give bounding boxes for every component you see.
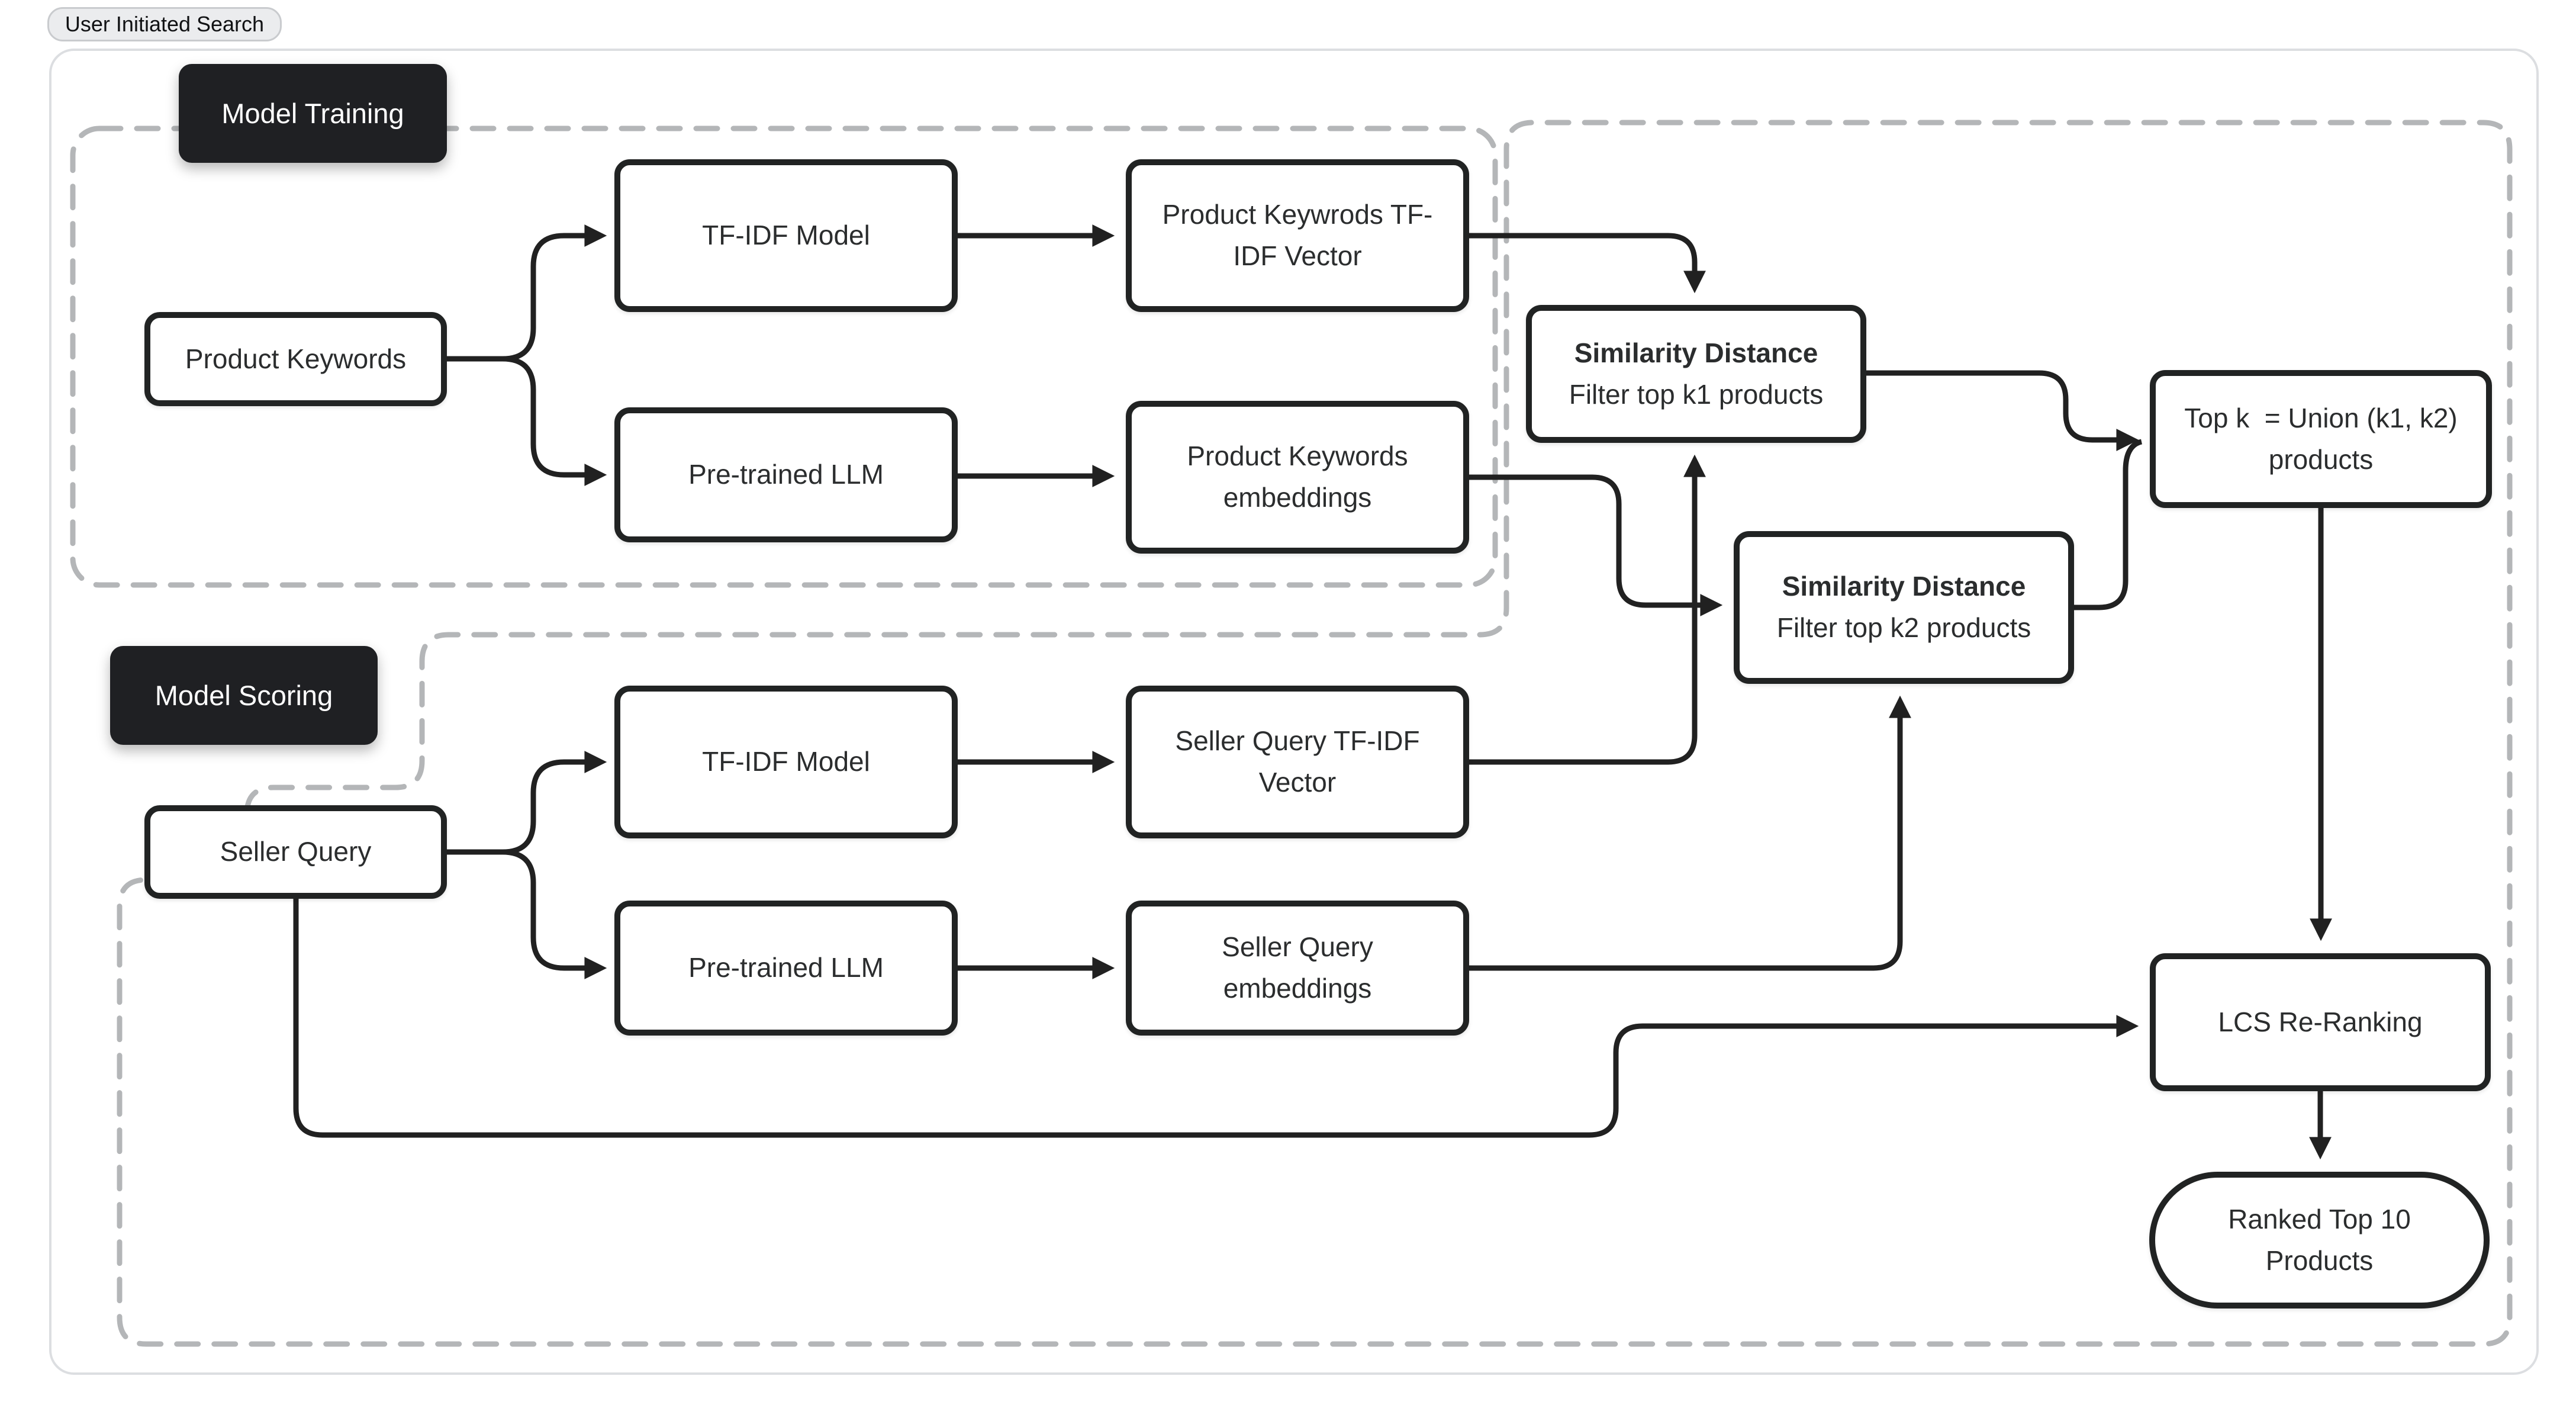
node-pretrained-llm-scoring: Pre-trained LLM	[614, 901, 958, 1036]
wire-pk-vector-to-k1	[1469, 233, 1706, 294]
node-title: Similarity Distance	[1574, 337, 1818, 368]
node-label: Seller Query	[220, 836, 372, 867]
wire-keywords-to-tfidf	[447, 224, 607, 362]
node-seller-query-embeddings: Seller Query embeddings	[1126, 901, 1469, 1036]
wire-pk-embeddings-to-k2	[1469, 474, 1723, 616]
wire-sq-vector-to-k1	[1469, 454, 1706, 765]
node-lcs-reranking: LCS Re-Ranking	[2150, 953, 2491, 1091]
node-similarity-distance-k2: Similarity Distance Filter top k2 produc…	[1734, 531, 2074, 684]
badge-label: User Initiated Search	[65, 12, 265, 36]
wire-query-to-lcs	[293, 899, 2139, 1138]
node-label: Pre-trained LLM	[688, 459, 884, 490]
node-label: Seller Query TF-IDF Vector	[1175, 725, 1420, 798]
node-label: TF-IDF Model	[702, 746, 870, 777]
node-label: Seller Query embeddings	[1222, 931, 1373, 1004]
section-label-model-scoring: Model Scoring	[110, 646, 378, 745]
node-label: Product Keywords embeddings	[1187, 441, 1408, 513]
node-seller-query-tfidf-vector: Seller Query TF-IDF Vector	[1126, 686, 1469, 838]
wire-keywords-to-llm	[447, 356, 607, 486]
node-top-k-union: Top k = Union (k1, k2) products	[2150, 370, 2492, 508]
node-product-keywords-embeddings: Product Keywords embeddings	[1126, 401, 1469, 554]
node-title: Similarity Distance	[1782, 571, 2026, 602]
node-subtitle: Filter top k2 products	[1776, 612, 2031, 643]
node-label: LCS Re-Ranking	[2218, 1006, 2423, 1037]
node-pretrained-llm-training: Pre-trained LLM	[614, 407, 958, 542]
node-tfidf-model-training: TF-IDF Model	[614, 159, 958, 312]
node-label: Top k = Union (k1, k2) products	[2184, 402, 2458, 475]
model-training-label: Model Training	[221, 98, 404, 129]
node-label: TF-IDF Model	[702, 220, 870, 251]
wire-k1-to-topk	[1866, 370, 2139, 451]
wire-query-to-llm	[447, 849, 607, 979]
model-training-dashed-region	[70, 126, 1498, 588]
node-ranked-top-10-products: Ranked Top 10 Products	[2149, 1172, 2490, 1309]
node-product-keywords-tfidf-vector: Product Keywrods TF- IDF Vector	[1126, 159, 1469, 312]
wire-query-to-tfidf	[447, 751, 607, 855]
wire-k2-to-topk	[2074, 439, 2143, 610]
node-product-keywords: Product Keywords	[144, 312, 447, 406]
model-scoring-dashed-region	[117, 120, 2513, 1347]
node-label: Pre-trained LLM	[688, 952, 884, 983]
node-label: Product Keywrods TF- IDF Vector	[1162, 199, 1433, 271]
user-initiated-search-badge: User Initiated Search	[47, 7, 282, 41]
node-label: Product Keywords	[185, 343, 407, 374]
node-tfidf-model-scoring: TF-IDF Model	[614, 686, 958, 838]
section-label-model-training: Model Training	[179, 64, 447, 163]
node-similarity-distance-k1: Similarity Distance Filter top k1 produc…	[1526, 305, 1866, 443]
wire-sq-embeddings-to-k2	[1469, 695, 1911, 971]
node-subtitle: Filter top k1 products	[1569, 378, 1824, 410]
model-scoring-label: Model Scoring	[154, 680, 333, 711]
node-seller-query: Seller Query	[144, 805, 447, 899]
node-label: Ranked Top 10 Products	[2228, 1203, 2411, 1276]
